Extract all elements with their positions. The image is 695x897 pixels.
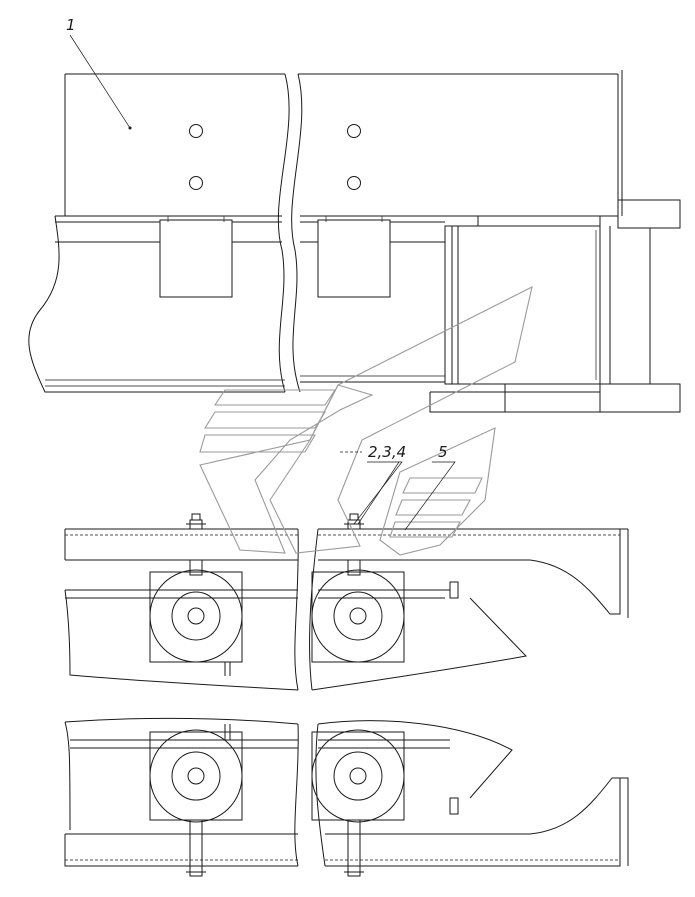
callout-2-3-4-label: 2,3,4: [368, 443, 406, 461]
callout-1-label: 1: [66, 16, 76, 34]
company-logo-watermark-icon: [199, 285, 533, 556]
callout-5-label: 5: [438, 443, 448, 461]
callout-1: 1: [66, 16, 132, 130]
middle-view-frame: [64, 513, 629, 691]
callout-2-3-4: 2,3,4: [340, 443, 406, 525]
top-view-frame: [28, 70, 681, 413]
bottom-view-frame: [64, 717, 629, 877]
callout-5: 5: [404, 443, 456, 531]
